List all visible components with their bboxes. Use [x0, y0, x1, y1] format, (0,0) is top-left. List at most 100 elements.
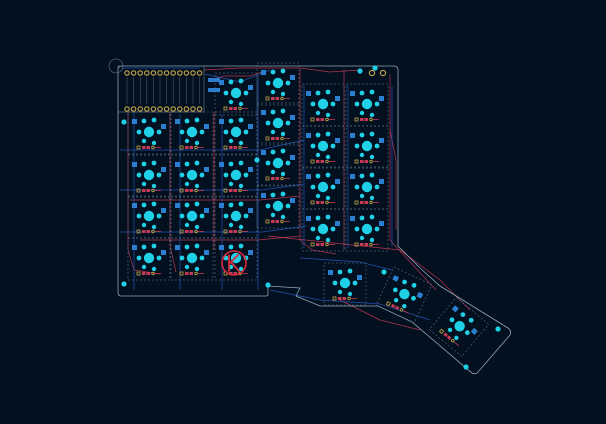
- smd-pad: [328, 270, 333, 275]
- switch-side-hole: [392, 287, 398, 293]
- diode-pad: [223, 229, 228, 234]
- switch-pin: [238, 243, 244, 249]
- switch-pin: [151, 243, 157, 249]
- diode-body: [271, 220, 275, 223]
- switch-pin: [369, 131, 375, 137]
- diode-pad: [325, 117, 329, 122]
- switch-pin: [194, 224, 200, 230]
- switch-outline: [429, 297, 489, 357]
- diode-body: [316, 118, 320, 121]
- diode-pad: [194, 145, 198, 150]
- smd-pad: [248, 85, 253, 90]
- switch-pin: [369, 214, 375, 220]
- mounting-pad: [372, 65, 378, 71]
- key-switch: [301, 208, 345, 252]
- switch-side-hole: [374, 184, 380, 190]
- mcu-pin-top: [177, 70, 183, 76]
- diode-body: [342, 297, 346, 300]
- trace-front: [203, 67, 361, 73]
- diode-body: [364, 243, 368, 246]
- mcu-pin-bottom: [137, 106, 143, 112]
- smd-pad: [208, 78, 220, 82]
- smd-pad: [470, 327, 478, 335]
- switch-pin: [184, 222, 190, 228]
- traces: [120, 67, 471, 331]
- diode-pad: [194, 229, 198, 234]
- mcu-pin-bottom: [190, 106, 196, 112]
- switch-outline: [170, 111, 214, 155]
- diode-pad: [238, 145, 242, 150]
- mcu-pin-bottom: [170, 106, 176, 112]
- switch-pin: [359, 132, 365, 138]
- switch-pin: [194, 160, 200, 166]
- smd-pad: [204, 250, 209, 255]
- switch-side-hole: [330, 143, 336, 149]
- switch-pin: [194, 266, 200, 272]
- misc-pads: [121, 65, 501, 370]
- switch-pin: [411, 282, 417, 288]
- smd-pad: [132, 119, 137, 124]
- diode-body: [320, 160, 324, 163]
- switch-center-hole: [230, 126, 242, 138]
- smd-pad: [379, 179, 384, 184]
- smd-pad: [161, 208, 166, 213]
- diode-body: [338, 297, 342, 300]
- smd-pad: [132, 245, 137, 250]
- switch-side-hole: [411, 295, 416, 301]
- smd-pad: [219, 203, 224, 208]
- smd-pad: [219, 162, 224, 167]
- switch-center-hole: [361, 98, 373, 110]
- switch-pin: [238, 140, 244, 146]
- switch-pin: [228, 222, 234, 228]
- mcu-pin-bottom: [177, 106, 183, 112]
- diode-pad: [179, 145, 184, 150]
- diode-body: [233, 146, 237, 149]
- switch-pin: [468, 317, 474, 323]
- key-switch: [127, 111, 171, 155]
- switch-pin: [280, 214, 286, 220]
- switch-center-hole: [186, 169, 198, 181]
- diode-body: [271, 137, 275, 140]
- switch-pin: [270, 149, 276, 155]
- key-switch: [127, 154, 171, 198]
- diode-body: [146, 230, 150, 233]
- smd-pad: [219, 119, 224, 124]
- switch-pin: [151, 140, 157, 146]
- switch-pin: [141, 222, 147, 228]
- key-switch: [214, 111, 258, 155]
- switch-center-hole: [317, 181, 329, 193]
- mcu-pin-bottom: [144, 106, 150, 112]
- switch-pin: [141, 161, 147, 167]
- switch-outline: [301, 125, 345, 169]
- diode-body: [233, 272, 237, 275]
- smd-pad: [175, 162, 180, 167]
- smd-pad: [350, 133, 355, 138]
- diode-body: [394, 305, 400, 310]
- switch-side-hole: [199, 255, 205, 261]
- trace-front: [130, 195, 301, 201]
- switch-pin: [325, 154, 331, 160]
- switch-pin: [359, 90, 365, 96]
- diode-body: [390, 303, 396, 309]
- switch-pin: [280, 131, 286, 137]
- switch-pin: [325, 214, 331, 220]
- diode-pad: [194, 188, 198, 193]
- diode-pad: [354, 159, 359, 164]
- key-switch: [170, 237, 214, 281]
- logo-letter: [228, 254, 240, 272]
- microcontroller: [108, 58, 220, 113]
- diode-body: [320, 118, 324, 121]
- switch-pin: [270, 169, 276, 175]
- switch-pin: [151, 201, 157, 207]
- key-switch: [214, 72, 258, 116]
- key-switch: [127, 195, 171, 239]
- switch-pin: [270, 192, 276, 198]
- mcu-pin-bottom: [163, 106, 170, 112]
- switch-center-hole: [143, 252, 155, 264]
- switch-side-hole: [136, 213, 142, 219]
- diode-pad: [310, 159, 315, 164]
- mcu-pin-bottom: [183, 106, 190, 112]
- smd-pad: [248, 124, 253, 129]
- smd-pad: [306, 216, 311, 221]
- diode-body: [364, 118, 368, 121]
